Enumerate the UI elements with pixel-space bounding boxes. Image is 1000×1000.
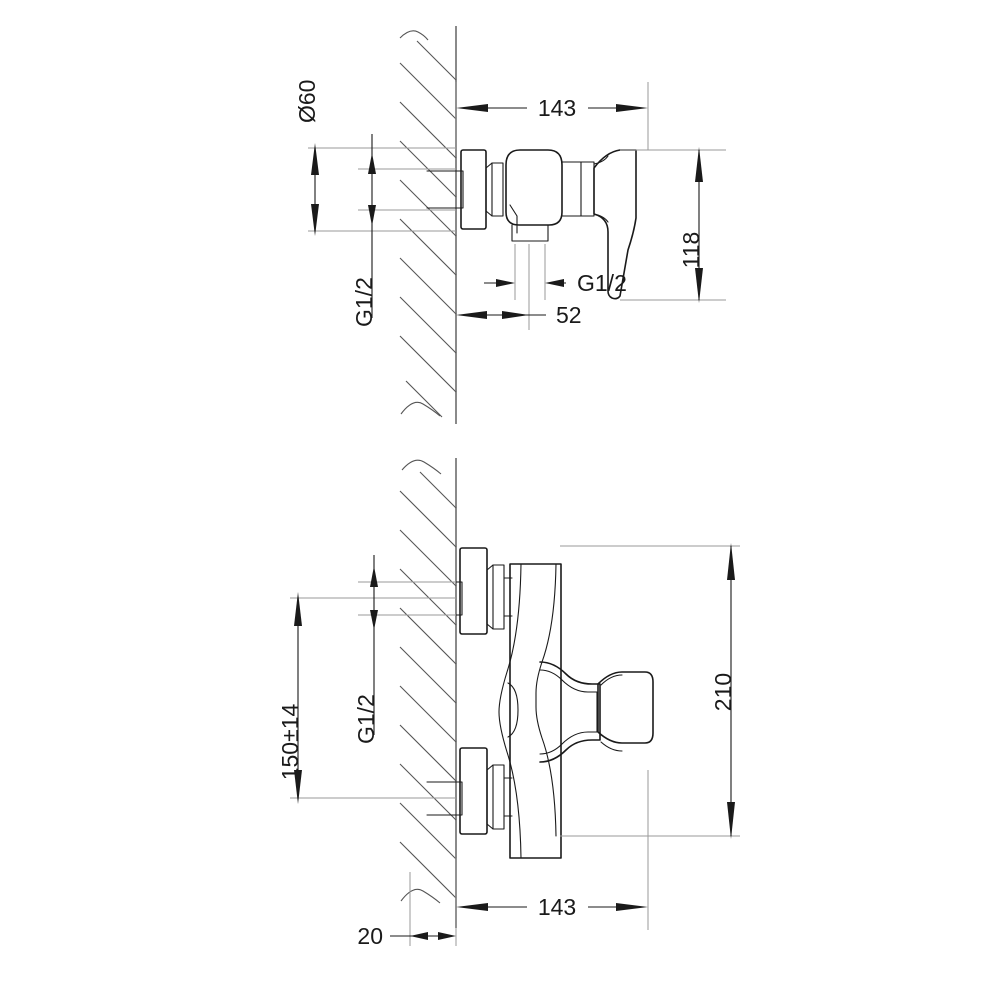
side-view-group: Ø60 G1/2 143 118 <box>294 26 726 424</box>
d143top-arrow-right <box>616 104 648 112</box>
dimension-143-top: 143 <box>455 82 649 150</box>
dimension-g12-front: G1/2 <box>353 555 456 744</box>
dimension-g12-side-lower: G1/2 <box>484 244 627 300</box>
cartridge-housing-side <box>561 161 595 217</box>
g12front-arrow-bottom <box>370 610 378 630</box>
upper-connector-nut <box>486 564 505 630</box>
wall-break-bottom <box>400 401 441 417</box>
d118-arrow-top <box>695 147 703 182</box>
dimension-dia60: Ø60 <box>294 80 456 236</box>
g12front-label: G1/2 <box>353 694 379 744</box>
d150-arrow-top <box>294 592 302 626</box>
wall-hatching <box>399 40 457 418</box>
connector-nut-side <box>485 162 504 217</box>
escutcheon-side <box>460 149 487 230</box>
d143bot-label: 143 <box>538 894 576 920</box>
g12low-label: G1/2 <box>577 270 627 296</box>
wall-side-view <box>399 26 457 424</box>
d143bot-arrow-right <box>616 903 648 911</box>
outlet-boss-edge <box>509 204 518 234</box>
d143bot-arrow-left <box>456 903 488 911</box>
d20-arrow-right <box>438 932 456 940</box>
wall-break-bottom-front <box>400 888 441 904</box>
d210-arrow-bottom <box>727 802 735 839</box>
body-indicator-bump <box>507 682 519 738</box>
lever-arm-front <box>539 661 601 763</box>
mixer-front-geometry <box>426 547 654 859</box>
body-left-waist <box>498 563 522 859</box>
wall-front-view <box>399 458 457 928</box>
d143top-label: 143 <box>538 95 576 121</box>
d20-arrow-left <box>410 932 428 940</box>
lever-arm-inner <box>539 669 598 755</box>
body-outer-frame <box>509 563 562 859</box>
lower-escutcheon <box>459 747 488 835</box>
d118-label: 118 <box>678 232 704 269</box>
d150-label: 150±14 <box>277 704 303 781</box>
lever-paddle-front <box>597 671 654 744</box>
dimension-g12-side-left: G1/2 <box>351 134 456 327</box>
lever-paddle-bevel-bottom <box>600 741 623 752</box>
inlet-pipe-stub <box>426 170 464 209</box>
lower-inlet-pipe <box>426 781 463 816</box>
lower-connector-nut <box>486 764 505 830</box>
d210-arrow-top <box>727 543 735 580</box>
d118-arrow-bottom <box>695 268 703 303</box>
d52-arrow-left <box>456 311 487 319</box>
g12low-arrow-left <box>496 279 515 287</box>
mixer-body-side <box>505 149 563 226</box>
body-right-waist <box>535 563 557 837</box>
dia60-arrow-top <box>311 143 319 175</box>
d52-label: 52 <box>556 302 582 328</box>
outlet-boss-side <box>511 224 549 242</box>
d150-arrow-bottom <box>294 770 302 804</box>
wall-break-top <box>399 30 429 41</box>
d143top-arrow-left <box>456 104 488 112</box>
lever-paddle-bevel-top <box>600 674 623 686</box>
wall-break-top-front <box>401 459 442 475</box>
g12side-arrow-top <box>368 153 376 174</box>
front-view-group: 150±14 G1/2 210 143 <box>277 458 740 949</box>
g12side-arrow-bottom <box>368 205 376 226</box>
dia60-label: Ø60 <box>294 80 320 123</box>
upper-escutcheon <box>459 547 488 635</box>
dimension-150pm14: 150±14 <box>277 592 456 804</box>
wall-hatching-front <box>399 471 457 899</box>
d210-label: 210 <box>710 673 736 711</box>
d20-label: 20 <box>357 923 383 949</box>
dimension-20: 20 <box>357 872 457 949</box>
housing-cap-top <box>593 155 609 165</box>
g12side-label: G1/2 <box>351 277 377 327</box>
dimension-118: 118 <box>620 147 726 303</box>
mixer-side-geometry <box>426 149 637 300</box>
g12low-arrow-right <box>545 279 564 287</box>
dia60-arrow-bottom <box>311 204 319 236</box>
d52-arrow-right <box>502 311 529 319</box>
dimension-143-bottom: 143 <box>455 770 649 930</box>
lever-handle-side <box>593 149 637 300</box>
g12front-arrow-top <box>370 566 378 587</box>
dimension-52: 52 <box>456 244 582 330</box>
dimension-210: 210 <box>560 543 740 839</box>
